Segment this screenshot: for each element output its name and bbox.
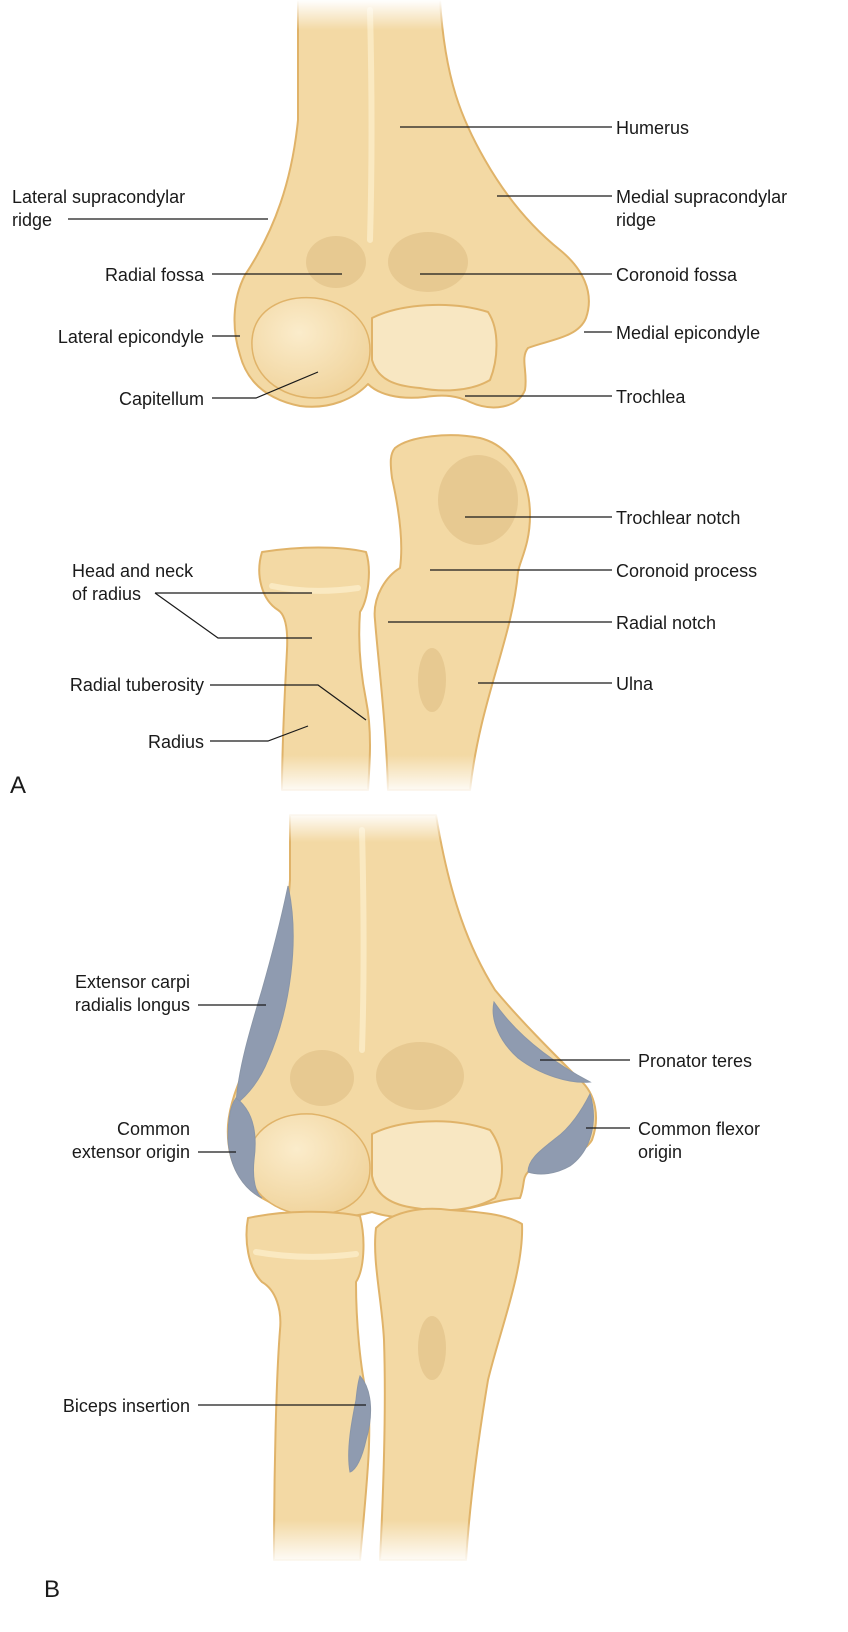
label-coronoid-process: Coronoid process (616, 561, 757, 581)
trochlear-notch-shade-a (438, 455, 518, 545)
label-head-neck-radius-line2: of radius (72, 584, 141, 604)
ulna-bottom-fade-b (372, 1520, 476, 1565)
panel-b-illustration (228, 812, 596, 1565)
label-lateral-epicondyle: Lateral epicondyle (58, 327, 204, 347)
label-coronoid-fossa: Coronoid fossa (616, 265, 738, 285)
humerus-top-fade-a (280, 0, 460, 30)
ulna-shaft-shade-b (418, 1316, 446, 1380)
label-ulna: Ulna (616, 674, 654, 694)
panel-letter-b: B (44, 1576, 60, 1603)
coronoid-fossa-shade-b (376, 1042, 464, 1110)
label-medial-supracondylar-line1: Medial supracondylar (616, 187, 787, 207)
label-biceps-insertion: Biceps insertion (63, 1396, 190, 1416)
label-radial-tuberosity: Radial tuberosity (70, 675, 204, 695)
label-trochlea: Trochlea (616, 387, 686, 407)
humerus-highlight-a (370, 10, 372, 240)
panel-letter-a: A (10, 772, 26, 799)
capitellum-shape-a (252, 298, 370, 398)
label-medial-epicondyle: Medial epicondyle (616, 323, 760, 343)
ulna-shaft-shade-a (418, 648, 446, 712)
radial-fossa-shade-b (290, 1050, 354, 1106)
radius-bone-b (247, 1212, 370, 1560)
panel-a-illustration (235, 0, 589, 795)
label-capitellum: Capitellum (119, 389, 204, 409)
label-ecrl-line1: Extensor carpi (75, 972, 190, 992)
label-lateral-supracondylar-line2: ridge (12, 210, 52, 230)
label-ecrl-line2: radialis longus (75, 995, 190, 1015)
label-common-extensor-line2: extensor origin (72, 1142, 190, 1162)
humerus-highlight-b (362, 830, 364, 1050)
coronoid-fossa-shade-a (388, 232, 468, 292)
label-trochlear-notch: Trochlear notch (616, 508, 740, 528)
radius-bottom-fade-b (268, 1520, 370, 1565)
label-humerus: Humerus (616, 118, 689, 138)
humerus-top-fade-b (280, 812, 450, 842)
label-medial-supracondylar-line2: ridge (616, 210, 656, 230)
label-common-extensor-line1: Common (117, 1119, 190, 1139)
trochlea-shape-b (372, 1121, 502, 1210)
trochlea-shape-a (372, 305, 497, 390)
label-head-neck-radius-line1: Head and neck (72, 561, 194, 581)
label-common-flexor-line2: origin (638, 1142, 682, 1162)
label-radial-fossa: Radial fossa (105, 265, 205, 285)
ulna-bottom-fade-a (380, 755, 480, 795)
label-radius: Radius (148, 732, 204, 752)
radial-fossa-shade-a (306, 236, 366, 288)
ulna-bone-b (375, 1209, 522, 1560)
label-common-flexor-line1: Common flexor (638, 1119, 760, 1139)
label-pronator-teres: Pronator teres (638, 1051, 752, 1071)
label-radial-notch: Radial notch (616, 613, 716, 633)
label-lateral-supracondylar-line1: Lateral supracondylar (12, 187, 185, 207)
radius-bottom-fade-a (275, 755, 375, 795)
